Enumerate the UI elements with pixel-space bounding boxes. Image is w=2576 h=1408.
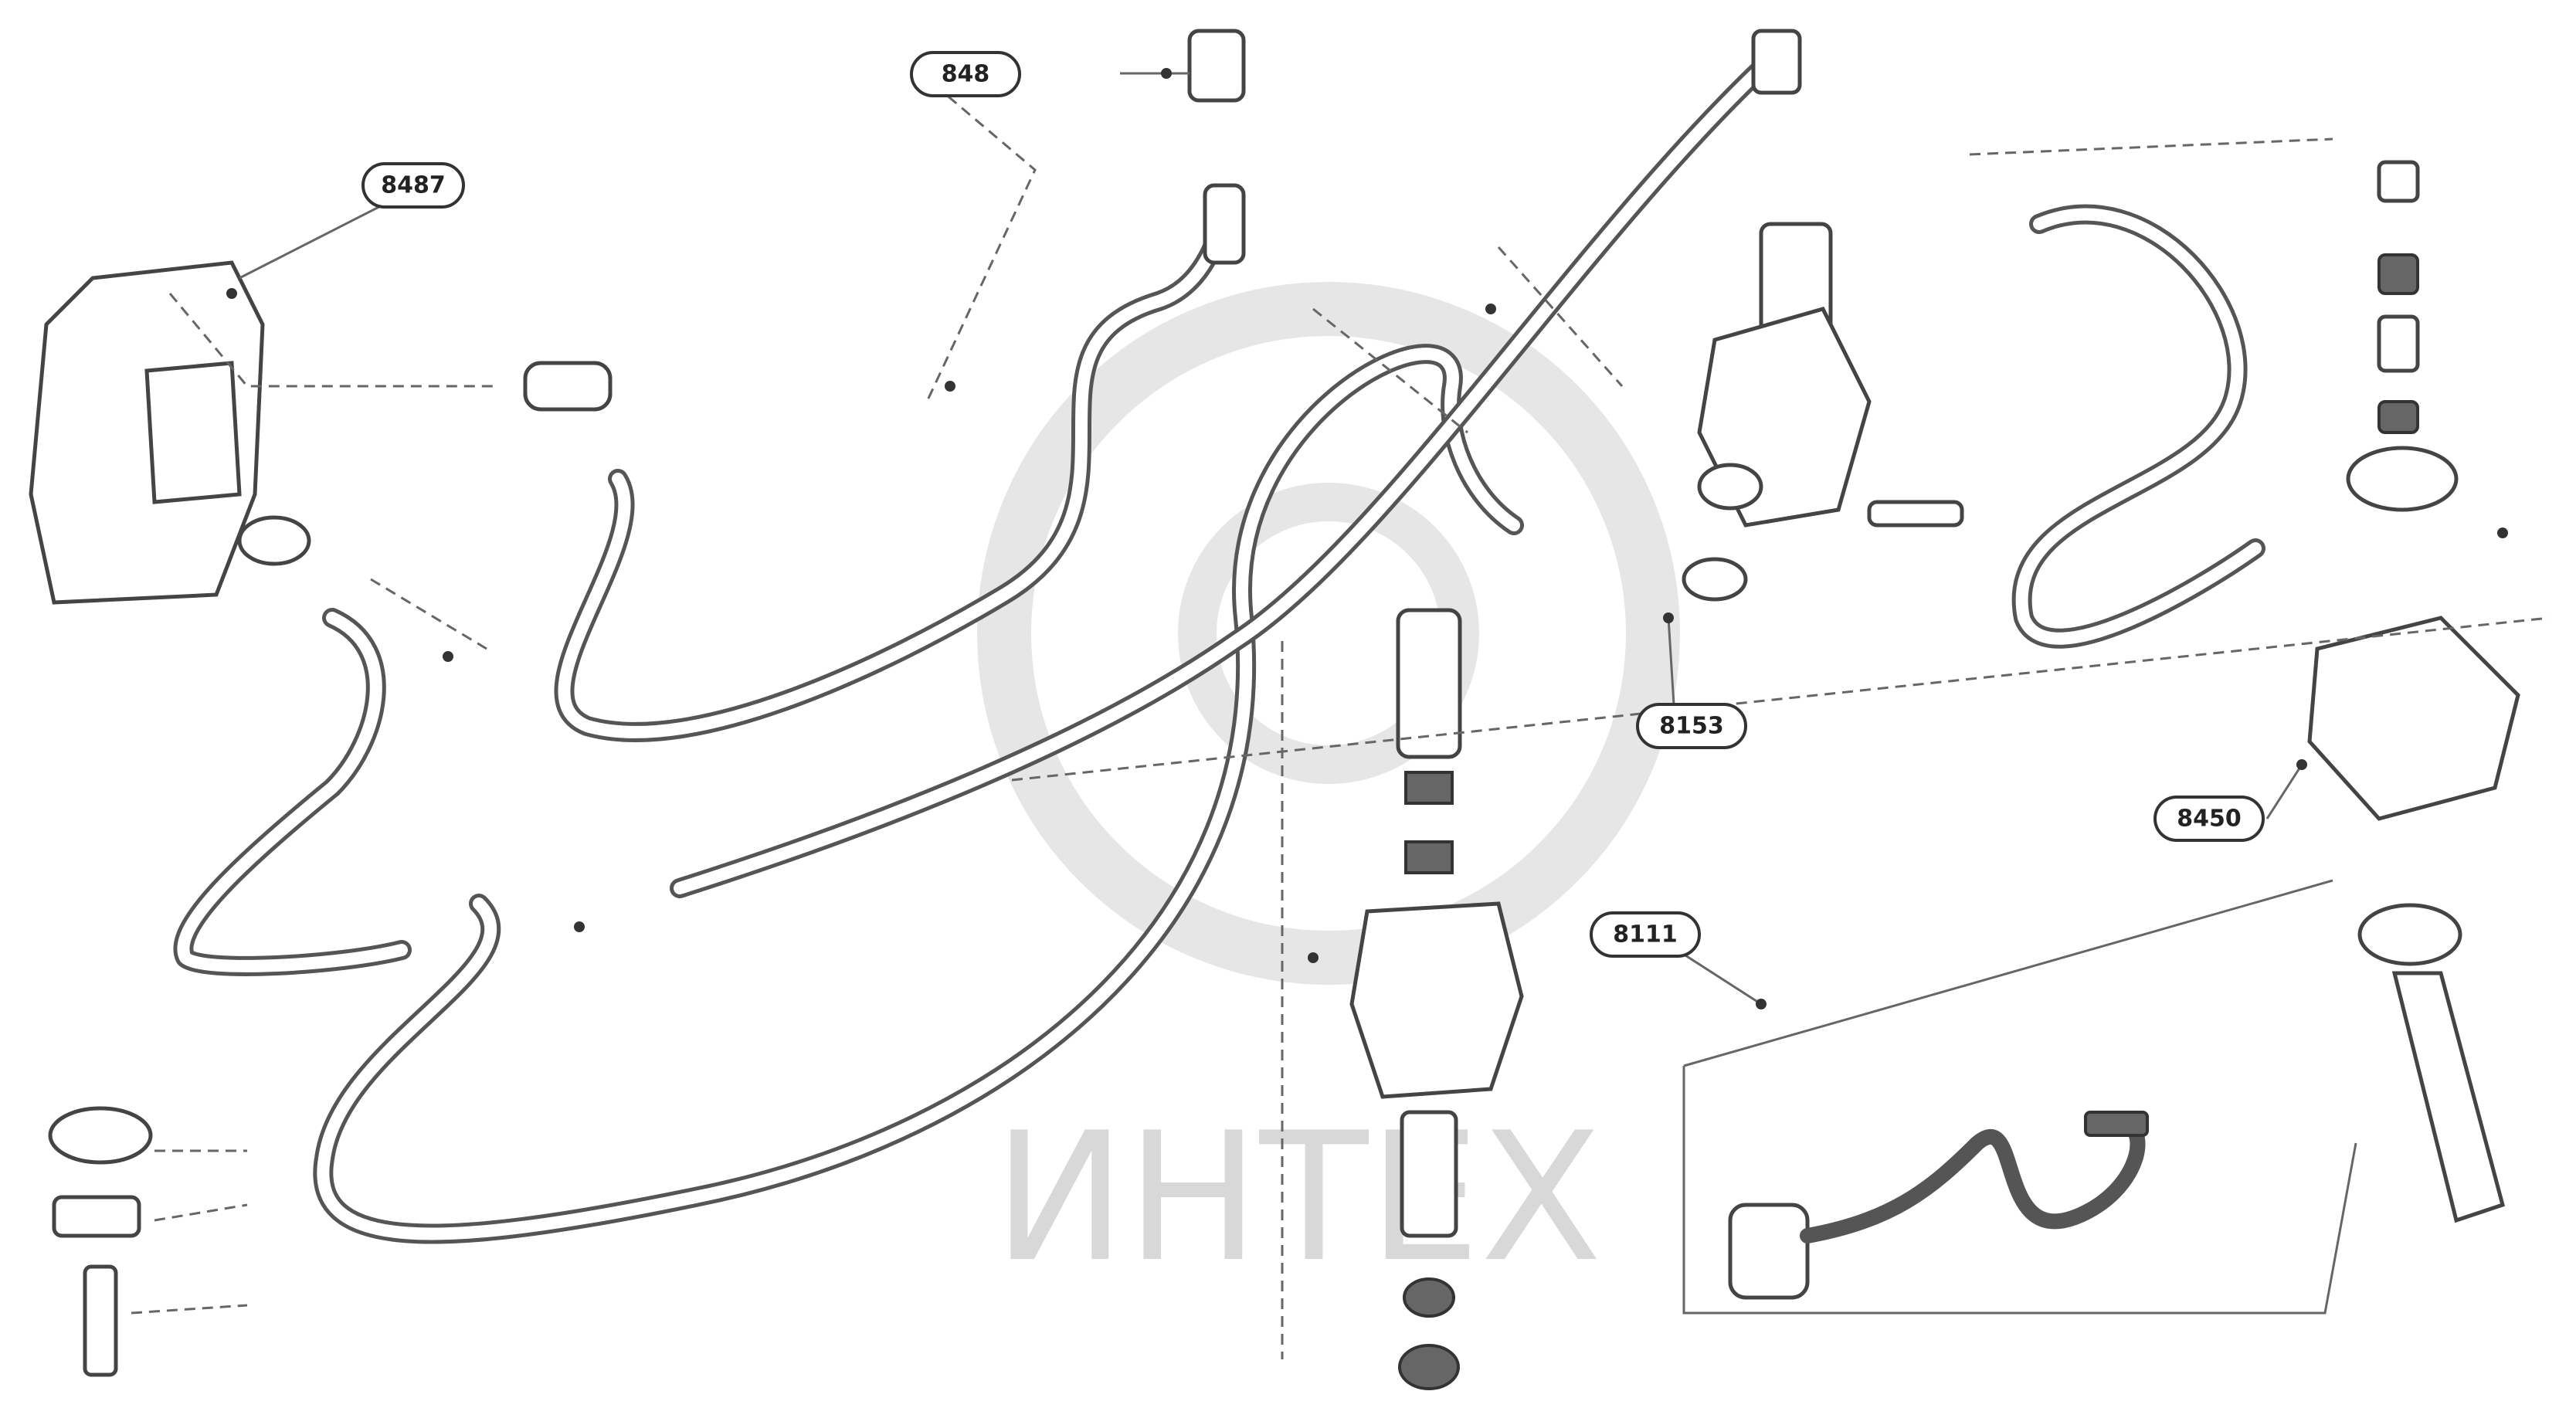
stack-part-3 — [2377, 314, 2420, 373]
valve-fitting-lower — [1682, 557, 1748, 602]
callout-label: 8487 — [381, 172, 446, 199]
valve-block-8153 — [1682, 222, 1964, 602]
filter-tube — [1396, 608, 1462, 759]
callout-label: 8111 — [1613, 921, 1678, 948]
elbow-fitting-top-left — [523, 361, 613, 412]
fitting-top-mid — [1203, 183, 1246, 265]
leader-dots — [226, 68, 2508, 1009]
assembly-cylinder — [1728, 1203, 1810, 1300]
assembly-outline-top — [1683, 879, 2333, 1067]
stack-part-2 — [2377, 253, 2419, 295]
callout-label: 8153 — [1659, 713, 1724, 740]
stack-part-1 — [2377, 160, 2420, 203]
filter-washer-1 — [1404, 771, 1454, 805]
assembly-outline — [1682, 1066, 2357, 1315]
watermark-text: ИНТЕХ — [993, 1095, 1602, 1301]
right-stack-8450 — [2307, 160, 2520, 1223]
fitting-848 — [1187, 29, 1246, 103]
pump-flange — [144, 361, 242, 504]
left-pump-assembly — [29, 260, 613, 605]
assembly-hose — [1800, 1120, 2146, 1243]
callout-8487: 8487 — [361, 162, 465, 209]
callout-848: 848 — [910, 51, 1021, 97]
filter-stem — [1400, 1110, 1458, 1238]
valve-bolt — [1867, 500, 1964, 528]
lever-arm — [2391, 971, 2506, 1223]
assembly-hose-end — [2084, 1111, 2149, 1137]
filter-head — [1349, 901, 1524, 1099]
filter-nut-1 — [1403, 1277, 1455, 1318]
hydraulic-pipes — [173, 44, 2265, 1244]
callout-label: 848 — [942, 61, 990, 88]
pump-housing-8487 — [29, 260, 265, 605]
callout-label: 8450 — [2177, 806, 2242, 833]
center-filter-tower — [1349, 608, 1524, 1390]
fitting-top-right — [1751, 29, 1802, 95]
watermark: ИНТЕХ — [977, 282, 1680, 1301]
small-bracket-2 — [52, 1195, 141, 1238]
lower-flange — [2357, 903, 2462, 966]
small-bracket-1 — [48, 1106, 153, 1165]
bottom-right-assembly-8111 — [1682, 879, 2357, 1315]
reservoir-block — [2307, 616, 2520, 821]
stack-cap — [2346, 446, 2459, 512]
callout-8450: 8450 — [2153, 796, 2265, 842]
callout-8153: 8153 — [1636, 703, 1747, 749]
top-fittings — [1187, 29, 1802, 265]
filter-nut-2 — [1398, 1344, 1460, 1390]
pump-fitting — [237, 515, 311, 566]
valve-port — [1697, 463, 1763, 511]
bottom-left-parts — [48, 1106, 153, 1377]
stack-part-4 — [2377, 400, 2419, 434]
callout-8111: 8111 — [1590, 911, 1701, 958]
small-bolt — [83, 1264, 118, 1377]
filter-washer-2 — [1404, 840, 1454, 874]
watermark-gear-icon — [977, 282, 1680, 985]
